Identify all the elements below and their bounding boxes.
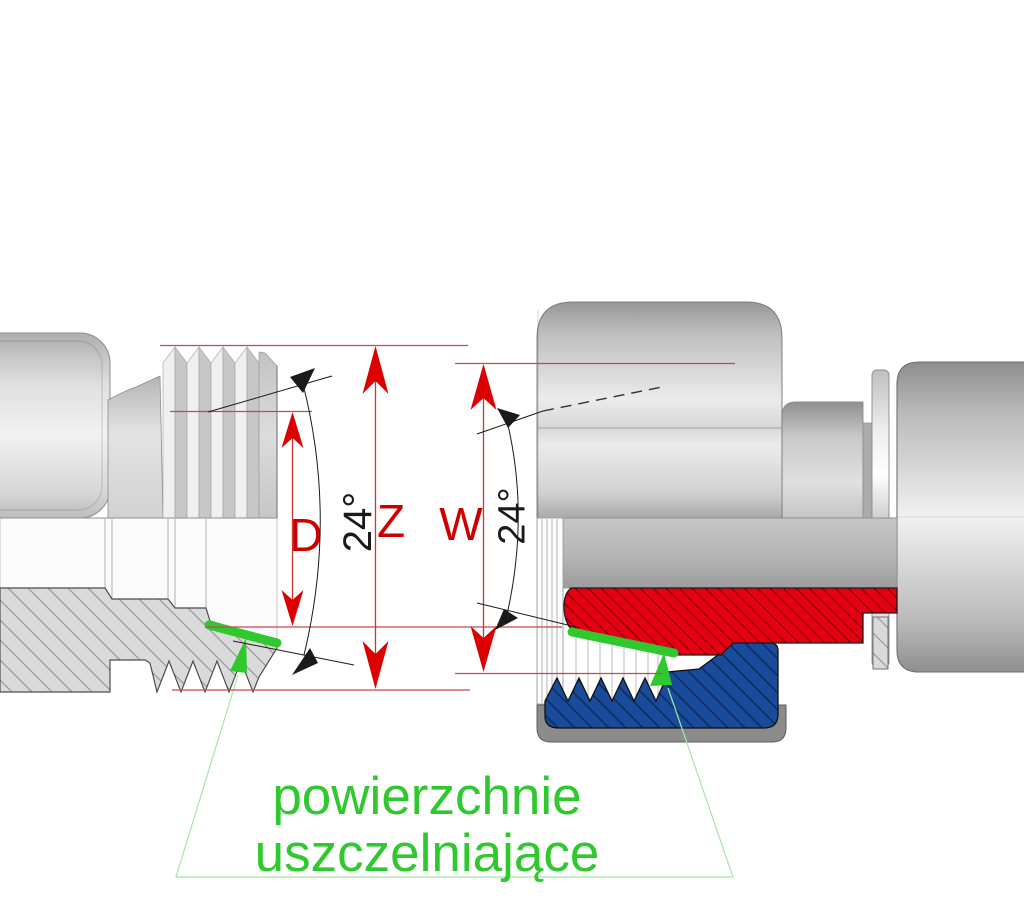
angle-arc-right [505,420,519,620]
angle-arrow-right-top [497,408,520,428]
nut-body [536,301,783,519]
cutting-ring-section-hatch [563,587,898,656]
label-w: W [439,498,483,550]
cone-end-3d [258,351,278,519]
seal-annotation: powierzchnie uszczelniające [175,674,734,883]
arrow-w-top [470,364,497,410]
angle-arrow-left-top [290,368,315,393]
nut-thread-bore-lines [541,519,558,703]
bore-step-edges [104,519,207,608]
label-d: D [289,509,322,561]
annotation-line2: uszczelniające [255,824,600,883]
angle-dimension-right: 24° [476,386,663,630]
arrow-w-bottom [470,626,497,672]
nut-section-hatch [544,642,779,729]
arrow-d-top [281,412,304,448]
red-dimensions: D Z W [160,344,735,691]
seal-pointer-right [650,653,672,686]
dimension-z: Z [362,346,405,689]
collar [781,401,864,519]
label-angle-right: 24° [491,487,533,544]
male-body-section-hatch [0,587,278,695]
extension-lines [160,344,735,691]
tube [562,517,898,589]
hex-chamfer-edge [0,340,103,511]
washer-section-hatch [872,616,889,670]
arrow-z-bottom [362,641,389,689]
male-fitting-section [0,517,282,695]
leader-lines [175,674,734,878]
angle-dimension-left: 24° [207,368,380,675]
nut-thread-bore-band [536,517,564,705]
male-thread-3d [162,346,260,519]
female-side-3d [536,301,1024,673]
sealing-surface-female [567,627,679,658]
cone-axis-dashed [542,386,663,412]
collar-step [862,422,873,519]
annotation-line1: powierzchnie [272,767,581,826]
label-angle-left: 24° [336,492,380,553]
dimension-d: D [281,412,323,626]
angle-arrow-left-bottom [292,648,318,675]
angle-arrow-right-bottom [495,609,518,630]
seal-pointer-left [230,638,247,673]
hex-body [0,332,111,519]
dimension-w: W [439,364,497,672]
label-z: Z [377,495,405,547]
angle-arc-left [302,383,321,656]
neck [107,375,164,519]
cylinder-body [896,361,1024,673]
arrow-d-bottom [281,590,304,626]
male-fitting-3d [0,332,278,519]
sealing-surface-male [204,620,282,648]
arrow-z-top [362,346,389,394]
